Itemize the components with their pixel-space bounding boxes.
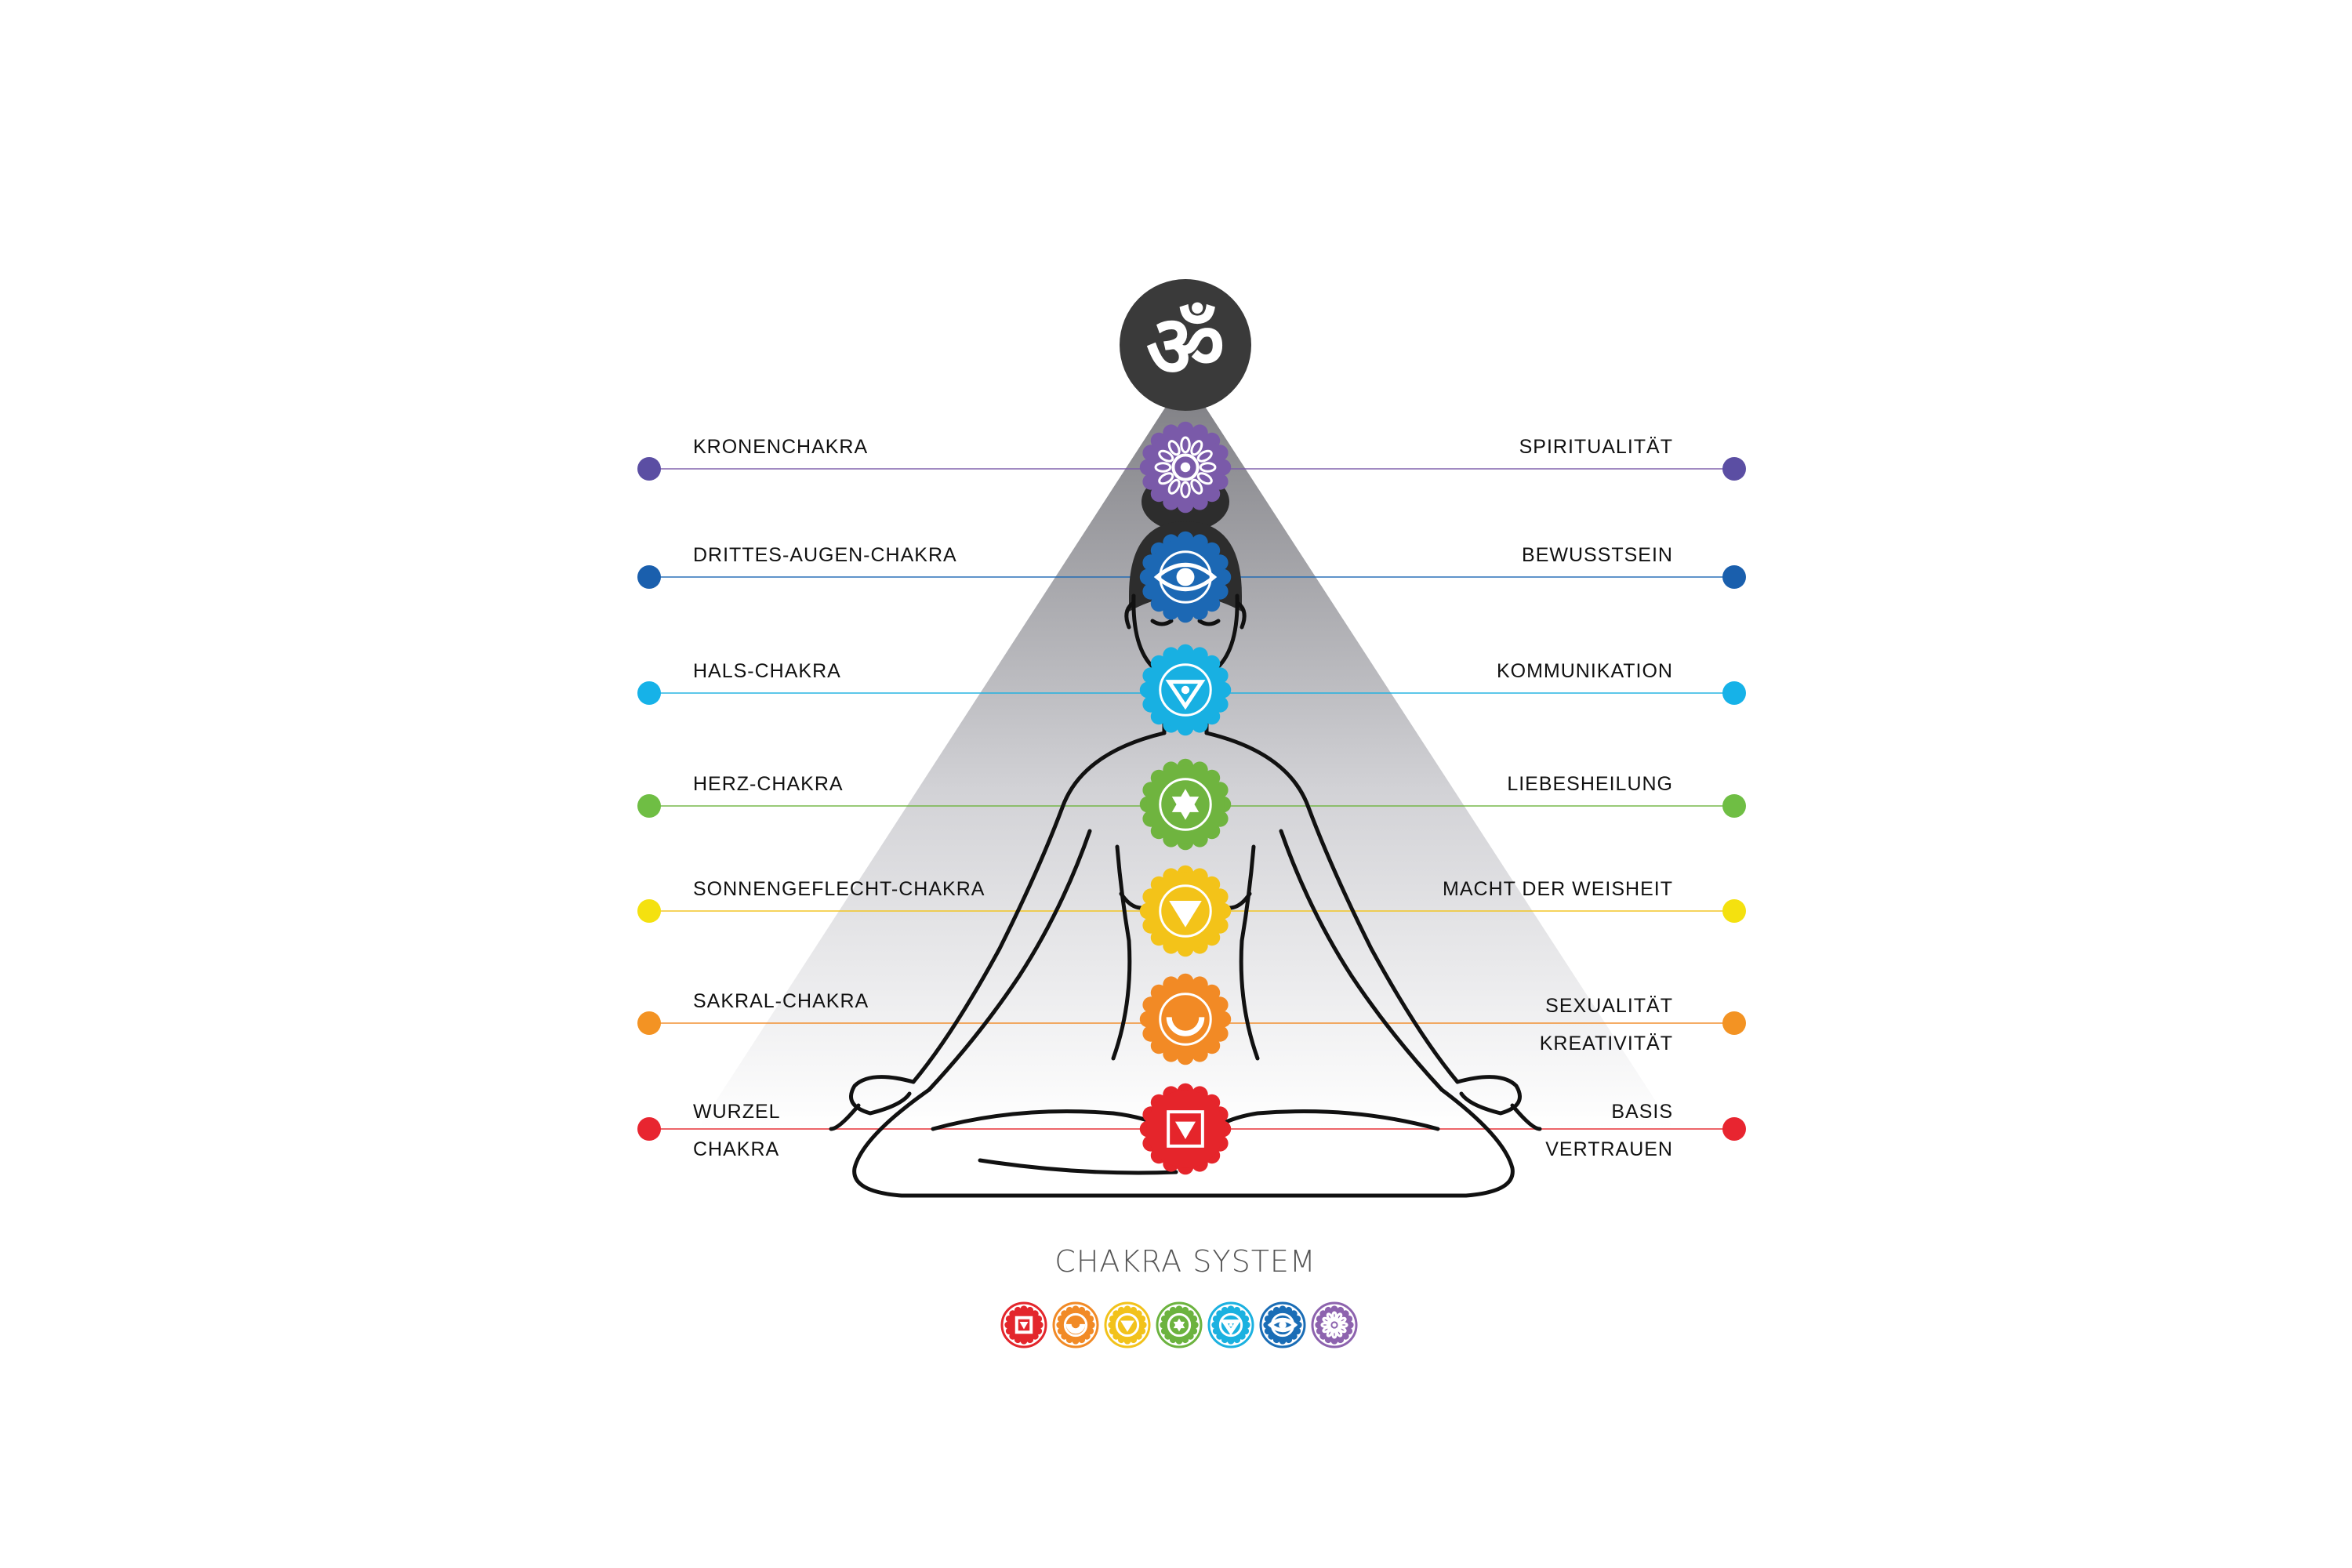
triangle-icon xyxy=(1159,663,1212,717)
chakra-circle-7 xyxy=(1139,1083,1232,1175)
lotus-icon xyxy=(1320,1311,1348,1339)
square-icon xyxy=(1014,1316,1033,1334)
right-dot-3 xyxy=(1722,681,1746,705)
triangle-icon xyxy=(1218,1312,1243,1338)
chakra-circle-2 xyxy=(1139,531,1232,623)
chakra-circle-5 xyxy=(1139,865,1232,957)
right-label2-7: VERTRAUEN xyxy=(1545,1138,1673,1160)
mini-chakra-6 xyxy=(1259,1301,1306,1348)
mini-chakra-2 xyxy=(1052,1301,1099,1348)
eye-icon xyxy=(1153,550,1218,604)
left-label-1: KRONENCHAKRA xyxy=(693,436,868,458)
right-dot-6 xyxy=(1722,1011,1746,1035)
right-dot-7 xyxy=(1722,1117,1746,1141)
right-label2-6: KREATIVITÄT xyxy=(1540,1033,1673,1054)
left-label-5: SONNENGEFLECHT-CHAKRA xyxy=(693,878,985,900)
crescent-icon xyxy=(1159,993,1212,1046)
left-label2-7: CHAKRA xyxy=(693,1138,779,1160)
right-label-6: SEXUALITÄT xyxy=(1545,995,1673,1017)
eye-icon xyxy=(1267,1312,1298,1338)
chakra-circle-4 xyxy=(1139,758,1232,851)
star-icon xyxy=(1167,1312,1192,1338)
mini-chakra-7 xyxy=(1311,1301,1358,1348)
crescent-icon xyxy=(1063,1312,1088,1338)
diagram-title: CHAKRA SYSTEM xyxy=(1054,1244,1316,1279)
chakra-circle-1 xyxy=(1139,421,1232,514)
mini-chakra-row xyxy=(1000,1301,1358,1348)
right-label-5: MACHT DER WEISHEIT xyxy=(1443,878,1673,900)
square-icon xyxy=(1167,1110,1204,1148)
left-dot-2 xyxy=(637,565,661,589)
right-label-1: SPIRITUALITÄT xyxy=(1519,436,1673,458)
right-label-7: BASIS xyxy=(1611,1101,1673,1123)
left-dot-5 xyxy=(637,899,661,923)
chakra-circles xyxy=(1139,421,1232,1175)
right-label-3: KOMMUNIKATION xyxy=(1497,660,1673,682)
mini-chakra-1 xyxy=(1000,1301,1047,1348)
right-label-2: BEWUSSTSEIN xyxy=(1522,544,1673,566)
left-dot-3 xyxy=(637,681,661,705)
light-pyramid xyxy=(698,376,1674,1129)
left-label-6: SAKRAL-CHAKRA xyxy=(693,990,869,1012)
right-label-4: LIEBESHEILUNG xyxy=(1507,773,1673,795)
right-dot-4 xyxy=(1722,794,1746,818)
left-dot-1 xyxy=(637,457,661,481)
chakra-circle-6 xyxy=(1139,973,1232,1065)
triangle-down-icon xyxy=(1115,1312,1140,1338)
right-dot-1 xyxy=(1722,457,1746,481)
right-dot-5 xyxy=(1722,899,1746,923)
chakra-guides: KRONENCHAKRA SPIRITUALITÄT DRITTES-AUGEN-C… xyxy=(637,436,1746,1160)
mini-chakra-3 xyxy=(1104,1301,1151,1348)
mini-chakra-5 xyxy=(1207,1301,1254,1348)
right-dot-2 xyxy=(1722,565,1746,589)
triangle-down-icon xyxy=(1159,884,1212,938)
left-dot-4 xyxy=(637,794,661,818)
om-badge: ॐ xyxy=(1120,279,1251,411)
om-icon: ॐ xyxy=(1146,296,1225,397)
left-dot-6 xyxy=(637,1011,661,1035)
star-icon xyxy=(1159,778,1212,831)
lotus-icon xyxy=(1154,436,1217,499)
chakra-circle-3 xyxy=(1139,644,1232,736)
left-label-7: WURZEL xyxy=(693,1101,781,1123)
left-dot-7 xyxy=(637,1117,661,1141)
left-label-3: HALS-CHAKRA xyxy=(693,660,841,682)
mini-chakra-4 xyxy=(1156,1301,1203,1348)
om-circle xyxy=(1120,279,1251,411)
left-label-4: HERZ-CHAKRA xyxy=(693,773,844,795)
left-label-2: DRITTES-AUGEN-CHAKRA xyxy=(693,544,957,566)
